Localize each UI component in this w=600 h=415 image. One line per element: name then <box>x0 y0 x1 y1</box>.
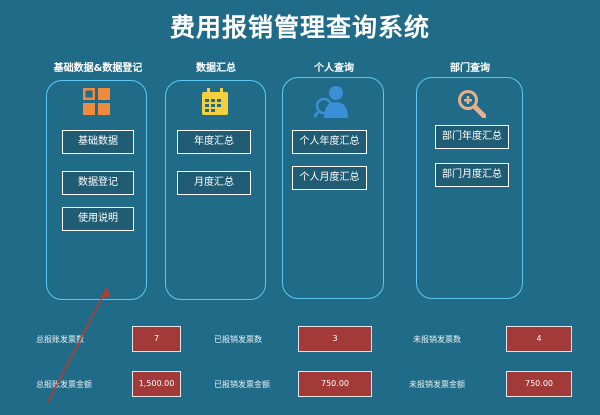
pending-amount-value: 750.00 <box>506 371 572 397</box>
done-count-value: 3 <box>298 326 372 352</box>
personal-monthly-button[interactable]: 个人月度汇总 <box>292 166 367 190</box>
section-label-department: 部门查询 <box>450 63 490 74</box>
person-search-icon <box>312 84 352 118</box>
grid-icon <box>83 88 111 116</box>
section-label-summary: 数据汇总 <box>196 63 236 74</box>
done-amount-value: 750.00 <box>298 371 372 397</box>
dept-annual-button[interactable]: 部门年度汇总 <box>435 125 509 149</box>
panel-department <box>416 77 523 299</box>
annual-summary-button[interactable]: 年度汇总 <box>177 130 251 154</box>
basic-data-button[interactable]: 基础数据 <box>62 130 134 154</box>
monthly-summary-button[interactable]: 月度汇总 <box>177 171 251 195</box>
pending-count-value: 4 <box>506 326 572 352</box>
panel-personal <box>282 77 384 299</box>
total-amount-value: 1,500.00 <box>132 371 181 397</box>
data-entry-button[interactable]: 数据登记 <box>62 171 134 195</box>
pending-amount-label: 未报销发票金额 <box>409 380 465 389</box>
zoom-in-icon <box>456 88 487 119</box>
section-label-basic: 基础数据&数据登记 <box>53 63 143 74</box>
pending-count-label: 未报销发票数 <box>413 335 461 344</box>
page-title: 费用报销管理查询系统 <box>169 13 430 42</box>
total-count-label: 总报账发票数 <box>36 335 84 344</box>
section-label-personal: 个人查询 <box>314 63 354 74</box>
personal-annual-button[interactable]: 个人年度汇总 <box>292 130 367 154</box>
panel-summary <box>165 80 266 300</box>
calendar-icon <box>201 88 229 116</box>
done-amount-label: 已报销发票金额 <box>214 380 270 389</box>
done-count-label: 已报销发票数 <box>214 335 262 344</box>
total-amount-label: 总报账发票金额 <box>36 380 92 389</box>
instructions-button[interactable]: 使用说明 <box>62 207 134 231</box>
total-count-value: 7 <box>132 326 181 352</box>
dept-monthly-button[interactable]: 部门月度汇总 <box>435 163 509 187</box>
